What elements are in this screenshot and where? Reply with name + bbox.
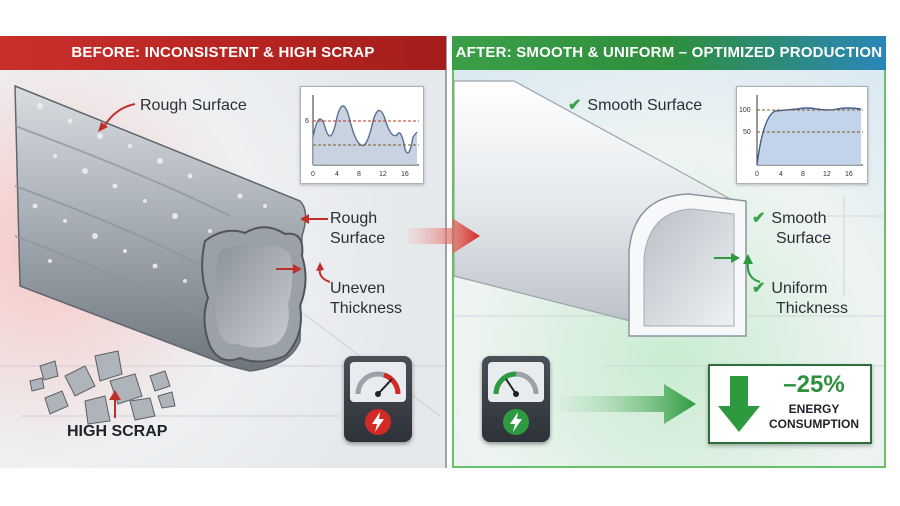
after-chart-x-tick: 12 (823, 171, 831, 178)
pointer-arrow-icon (98, 103, 136, 132)
lightning-icon (503, 409, 529, 435)
energy-label-1: ENERGY (788, 402, 840, 416)
before-chart-x-tick: 12 (379, 171, 387, 178)
rough-surface-label: Rough Surface (140, 97, 247, 114)
smooth-side-label: ✔Smooth (752, 210, 827, 227)
thickness-arrow-icon (276, 264, 302, 274)
rough-side-label-1: Rough (330, 210, 378, 227)
before-banner: BEFORE: INCONSISTENT & HIGH SCRAP (0, 36, 446, 70)
after-chart-x-tick: 4 (779, 171, 783, 178)
uneven-label-2: Thickness (330, 300, 403, 317)
arrow-right-icon (408, 218, 480, 254)
energy-box: –25% ENERGY CONSUMPTION (708, 364, 872, 444)
before-chart-x-tick: 4 (335, 171, 339, 178)
before-chart-plot: 6 0 4 8 12 16 (305, 95, 419, 178)
high-scrap-label: HIGH SCRAP (67, 423, 168, 440)
after-chart-y-tick: 100 (739, 107, 751, 114)
lightning-icon (365, 409, 391, 435)
after-gauge-card (482, 356, 550, 442)
rough-side-label-2: Surface (330, 230, 386, 247)
energy-percent: –25% (783, 371, 845, 398)
check-icon: ✔ (568, 97, 582, 114)
before-chart-x-tick: 0 (311, 171, 315, 178)
arrow-down-icon (718, 376, 760, 432)
pointer-arrow-icon (300, 214, 328, 224)
thickness-arrow-icon (714, 253, 740, 263)
check-icon: ✔ (752, 210, 766, 227)
pointer-arrow-icon (316, 262, 331, 283)
gauge-icon (488, 362, 544, 402)
before-chart: 6 0 4 8 12 16 (300, 86, 424, 184)
before-gauge-card (344, 356, 412, 442)
check-icon: ✔ (752, 280, 766, 297)
arrow-up-icon (109, 390, 121, 418)
after-banner: AFTER: SMOOTH & UNIFORM – OPTIMIZED PROD… (452, 36, 886, 70)
arrow-right-icon (560, 384, 696, 424)
after-chart-y-tick: 50 (743, 129, 751, 136)
uniform-label-2: Thickness (776, 300, 849, 317)
uniform-label: ✔Uniform (752, 280, 828, 297)
before-chart-x-tick: 16 (401, 171, 409, 178)
energy-label-2: CONSUMPTION (769, 417, 859, 431)
after-chart-plot: 100 50 0 4 8 12 16 (739, 95, 863, 178)
pointer-arrow-icon (743, 254, 761, 283)
uneven-label-1: Uneven (330, 280, 386, 297)
after-chart-x-tick: 0 (755, 171, 759, 178)
before-chart-y-tick: 6 (305, 118, 309, 125)
after-chart: 100 50 0 4 8 12 16 (736, 86, 868, 184)
smooth-surface-top-label: ✔Smooth Surface (568, 97, 703, 114)
smooth-side-label-2: Surface (776, 230, 832, 247)
gauge-icon (350, 362, 406, 402)
after-chart-x-tick: 16 (845, 171, 853, 178)
before-chart-x-tick: 8 (357, 171, 361, 178)
after-chart-x-tick: 8 (801, 171, 805, 178)
